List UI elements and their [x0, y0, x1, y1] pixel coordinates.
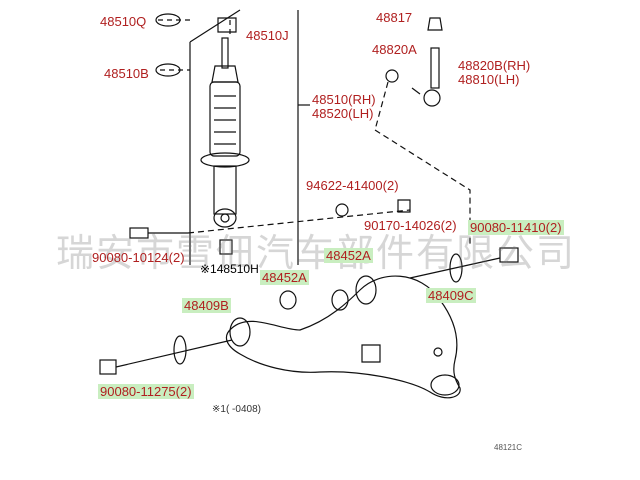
diagram-code: 48121C: [494, 443, 523, 452]
label-48409c[interactable]: 48409C: [426, 288, 476, 303]
washer-48510q: [155, 13, 181, 27]
stabilizer-link: [385, 17, 443, 107]
bolt-90080-10124: [129, 227, 188, 239]
label-48452a-left[interactable]: 48452A: [260, 270, 309, 285]
bushing-upper: [219, 239, 233, 255]
label-48409b[interactable]: 48409B: [182, 298, 231, 313]
label-48520-lh[interactable]: 48520(LH): [312, 106, 374, 121]
label-90170-14026[interactable]: 90170-14026(2): [364, 218, 457, 233]
label-94622-41400[interactable]: 94622-41400(2): [306, 178, 399, 193]
bolt-90080-11275: [99, 335, 233, 375]
label-48510h[interactable]: ※148510H: [200, 262, 259, 276]
label-48452a-right[interactable]: 48452A: [324, 248, 373, 263]
shock-absorber: [200, 37, 250, 228]
bolt-90080-11410: [409, 247, 519, 283]
label-90080-11410[interactable]: 90080-11410(2): [468, 220, 564, 235]
watermark-text: 瑞安市雪佃汽车部件有限公司: [56, 231, 577, 275]
label-48817[interactable]: 48817: [376, 10, 413, 25]
label-48510-rh[interactable]: 48510(RH): [312, 92, 376, 107]
label-48510q[interactable]: 48510Q: [100, 14, 147, 29]
label-90080-10124[interactable]: 90080-10124(2): [92, 250, 185, 265]
footnote: ※1( -0408): [212, 404, 261, 415]
lower-control-arm: [225, 275, 461, 399]
shock-frame-lines: [189, 9, 299, 265]
label-48810-lh[interactable]: 48810(LH): [458, 72, 520, 87]
label-48510b[interactable]: 48510B: [104, 66, 149, 81]
label-48510j[interactable]: 48510J: [246, 28, 289, 43]
washer-48510b: [155, 63, 181, 77]
label-48820b-rh[interactable]: 48820B(RH): [458, 58, 531, 73]
cap-48510j: [217, 17, 237, 33]
label-48820a[interactable]: 48820A: [372, 42, 417, 57]
label-90080-11275[interactable]: 90080-11275(2): [98, 384, 194, 399]
